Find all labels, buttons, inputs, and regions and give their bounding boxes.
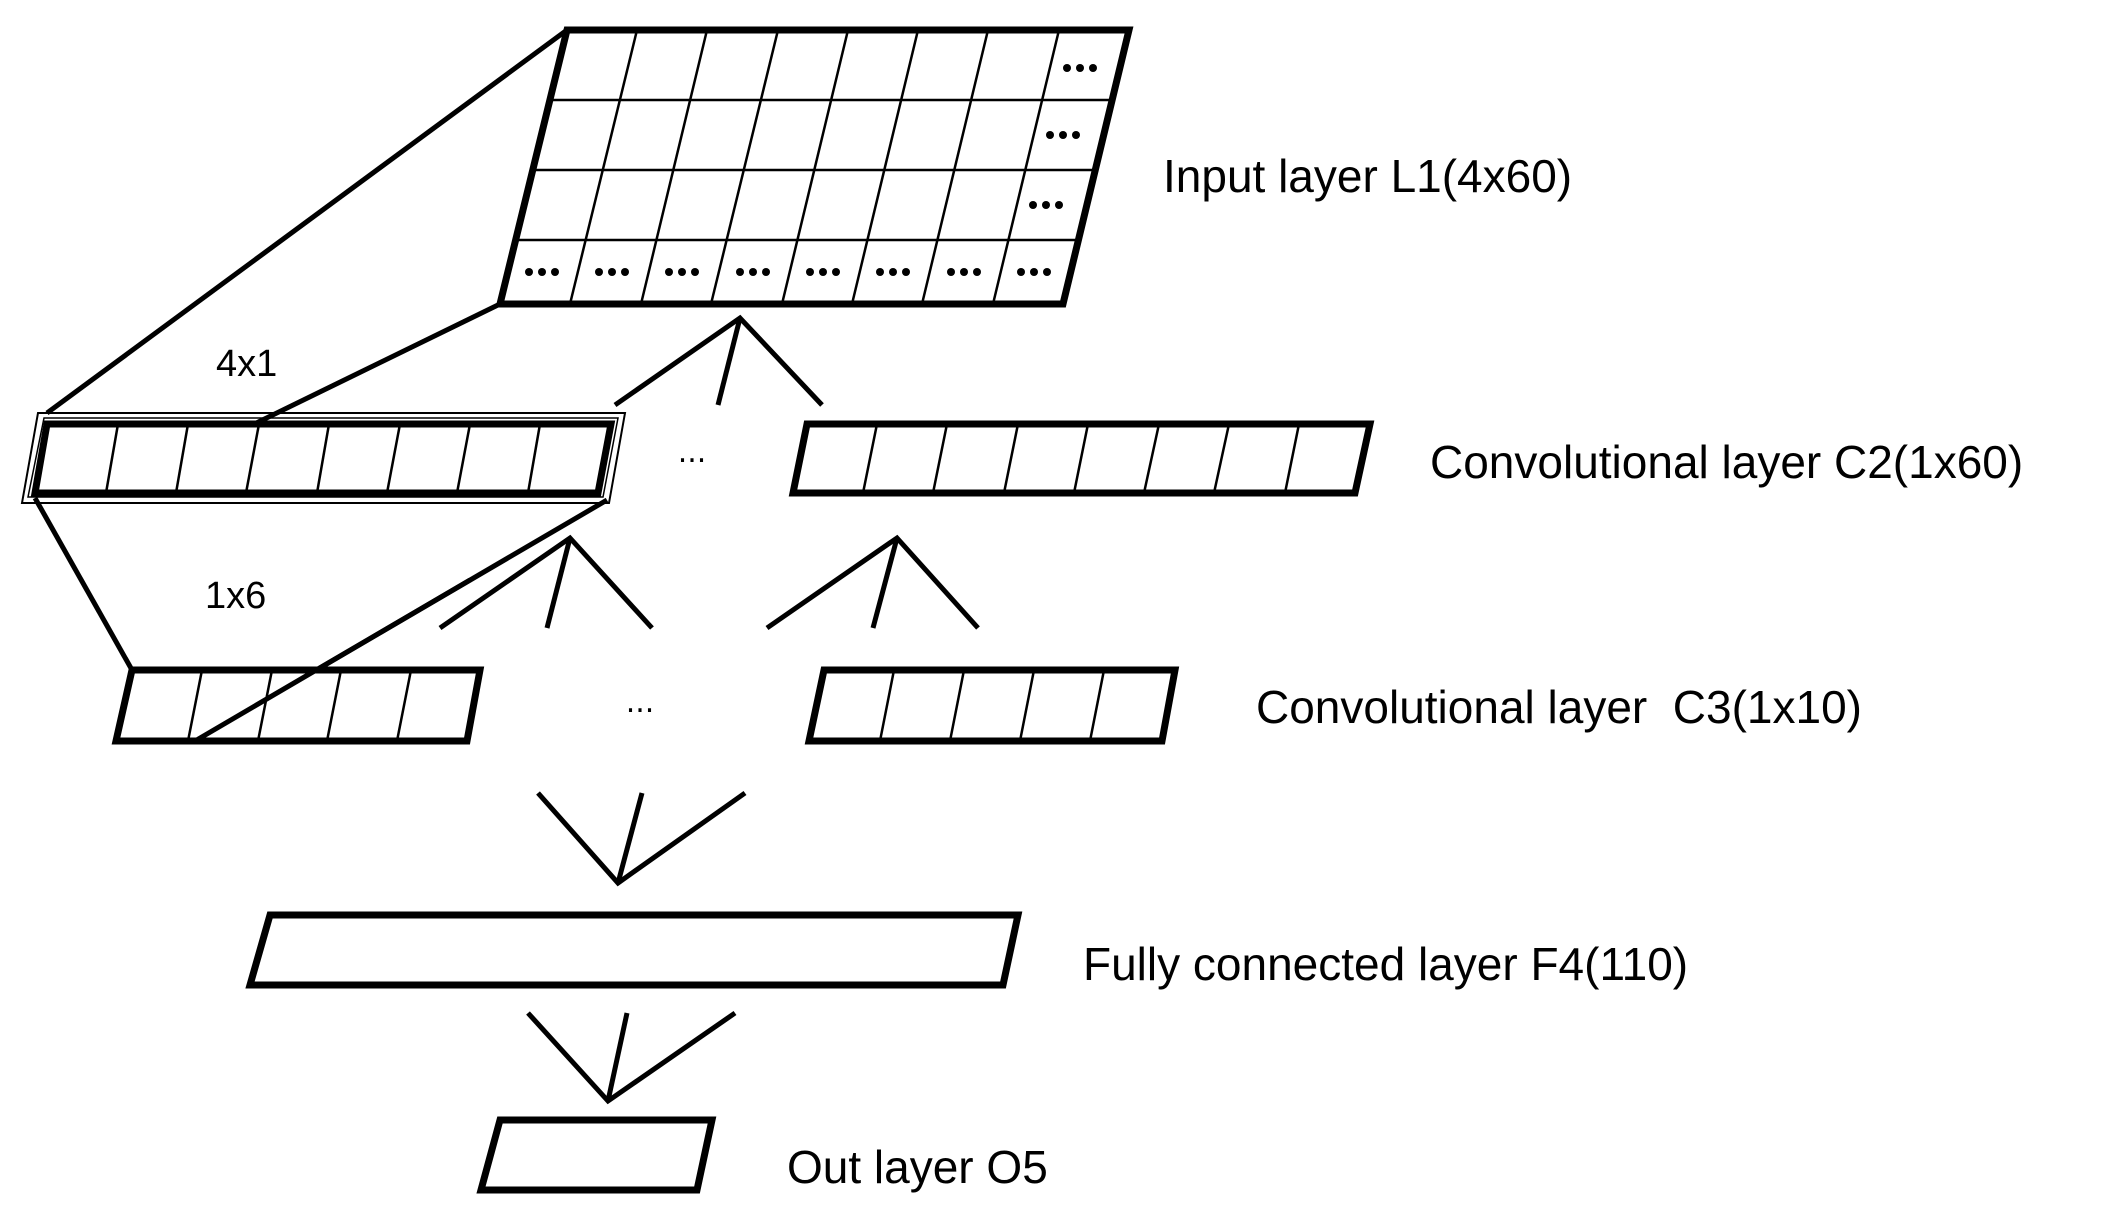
input-ellipsis-column: [1029, 64, 1097, 209]
conv2-ellipsis: ...: [678, 435, 707, 470]
projection-line-overlay: [193, 577, 472, 744]
conv2-right-block: [788, 420, 1375, 497]
input-layer-label: Input layer L1(4x60): [1163, 150, 1572, 202]
conv3-layer-label: Convolutional layer C3(1x10): [1256, 681, 1862, 733]
fc4-block: [245, 911, 1023, 989]
conv3-ellipsis: ...: [626, 685, 655, 720]
projection-lines: [32, 27, 609, 744]
conv3-left-block: [111, 666, 485, 745]
conv2-layer-label: Convolutional layer C2(1x60): [1430, 436, 2023, 488]
kernel-label-1x6: 1x6: [205, 575, 266, 617]
input-ellipsis-row: [525, 268, 1051, 276]
out5-layer-label: Out layer O5: [787, 1141, 1048, 1193]
conv2-left-block: [20, 412, 627, 504]
conv3-right-block: [804, 666, 1180, 745]
out5-block: [476, 1116, 717, 1194]
input-layer-grid: [495, 26, 1134, 308]
kernel-label-4x1: 4x1: [216, 343, 277, 385]
fc4-layer-label: Fully connected layer F4(110): [1083, 938, 1688, 990]
connection-fans: [438, 314, 980, 1105]
